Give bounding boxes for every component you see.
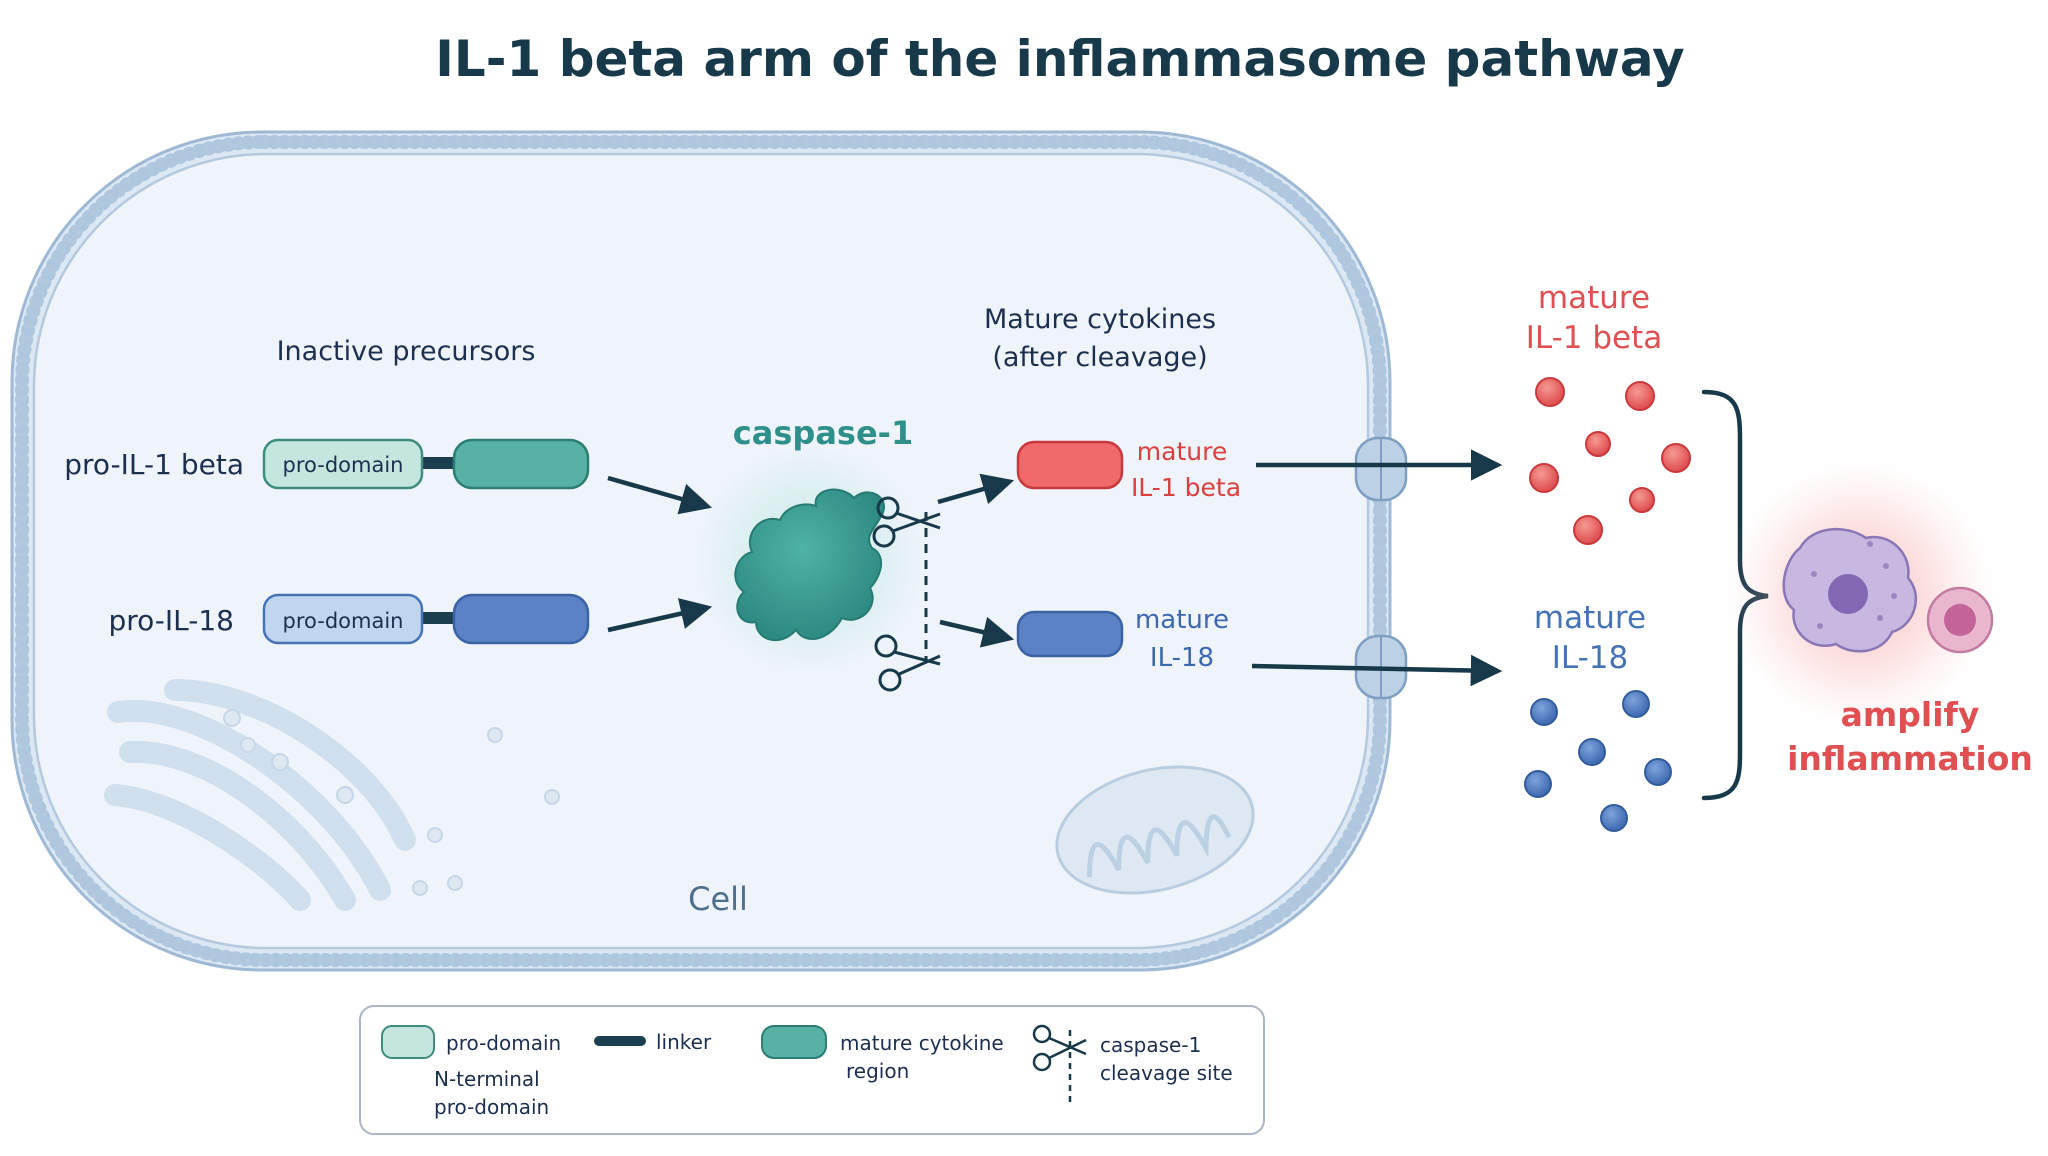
released-il18-molecules — [1524, 690, 1672, 832]
released-il18-line1: mature — [1534, 600, 1646, 636]
legend-prodomain-desc-line1: N-terminal — [434, 1067, 540, 1091]
mature-il18-inside-line1: mature — [1135, 605, 1229, 635]
prodomain-label-il1b: pro-domain — [283, 453, 404, 477]
vesicles — [223, 709, 560, 896]
mature-heading-line1: Mature cytokines — [984, 304, 1216, 335]
legend-prodomain-label: pro-domain — [446, 1031, 561, 1055]
immune-cell-icon — [1926, 586, 1994, 654]
arrow-to-mature-il18 — [939, 616, 1015, 648]
cell-label: Cell — [688, 880, 748, 918]
legend-prodomain-swatch — [381, 1025, 435, 1059]
legend-cleavage-label-line1: caspase-1 — [1100, 1033, 1201, 1057]
outcome-line1: amplify — [1841, 695, 1980, 734]
export-arrow-il18 — [1251, 654, 1503, 687]
legend-prodomain-desc-line2: pro-domain — [434, 1095, 549, 1119]
mature-il1b-inside-line2: IL-1 beta — [1131, 473, 1241, 502]
arrow-il1b-to-caspase — [607, 475, 713, 515]
released-il1b-line2: IL-1 beta — [1526, 320, 1663, 356]
mitochondrion-icon — [1055, 765, 1255, 895]
legend: pro-domain N-terminal pro-domain linker … — [359, 1005, 1265, 1135]
mature-il18-inside — [1016, 610, 1124, 658]
macrophage-icon — [1782, 527, 1918, 653]
scissors-icon-upper — [872, 496, 941, 548]
arrow-il18-to-caspase — [607, 598, 713, 633]
pro-il1b-protein — [262, 438, 590, 490]
golgi-apparatus-icon — [104, 679, 416, 911]
precursors-heading: Inactive precursors — [277, 336, 536, 367]
legend-mature-label-line2: region — [846, 1059, 909, 1083]
cleavage-site — [872, 496, 941, 692]
legend-scissors-icon — [1032, 1024, 1087, 1102]
legend-mature-label-line1: mature cytokine — [840, 1031, 1004, 1055]
scissors-icon-lower — [874, 634, 941, 692]
legend-mature-swatch — [761, 1025, 827, 1059]
arrow-to-mature-il1b — [937, 473, 1015, 505]
mature-il1b-inside — [1016, 440, 1124, 490]
released-il1b-line1: mature — [1538, 280, 1650, 316]
caspase-1-enzyme-icon — [734, 488, 885, 641]
mature-heading-line2: (after cleavage) — [992, 342, 1207, 373]
membrane-channel-upper — [1354, 436, 1408, 502]
legend-cleavage-label-line2: cleavage site — [1100, 1061, 1233, 1085]
mature-il1b-inside-line1: mature — [1137, 437, 1227, 466]
prodomain-label-il18: pro-domain — [283, 609, 404, 633]
pro-il18-protein — [262, 593, 590, 645]
outcome-line2: inflammation — [1787, 739, 2033, 778]
released-il18-line2: IL-18 — [1552, 640, 1629, 676]
mature-il18-inside-line2: IL-18 — [1150, 643, 1214, 673]
precursor-name-il1b: pro-IL-1 beta — [64, 448, 244, 481]
legend-linker-swatch — [594, 1036, 646, 1046]
released-il1b-molecules — [1529, 377, 1691, 545]
legend-linker-label: linker — [656, 1030, 712, 1054]
caspase-label: caspase-1 — [733, 414, 913, 452]
precursor-name-il18: pro-IL-18 — [108, 604, 234, 637]
diagram-title: IL-1 beta arm of the inflammasome pathwa… — [435, 30, 1684, 88]
